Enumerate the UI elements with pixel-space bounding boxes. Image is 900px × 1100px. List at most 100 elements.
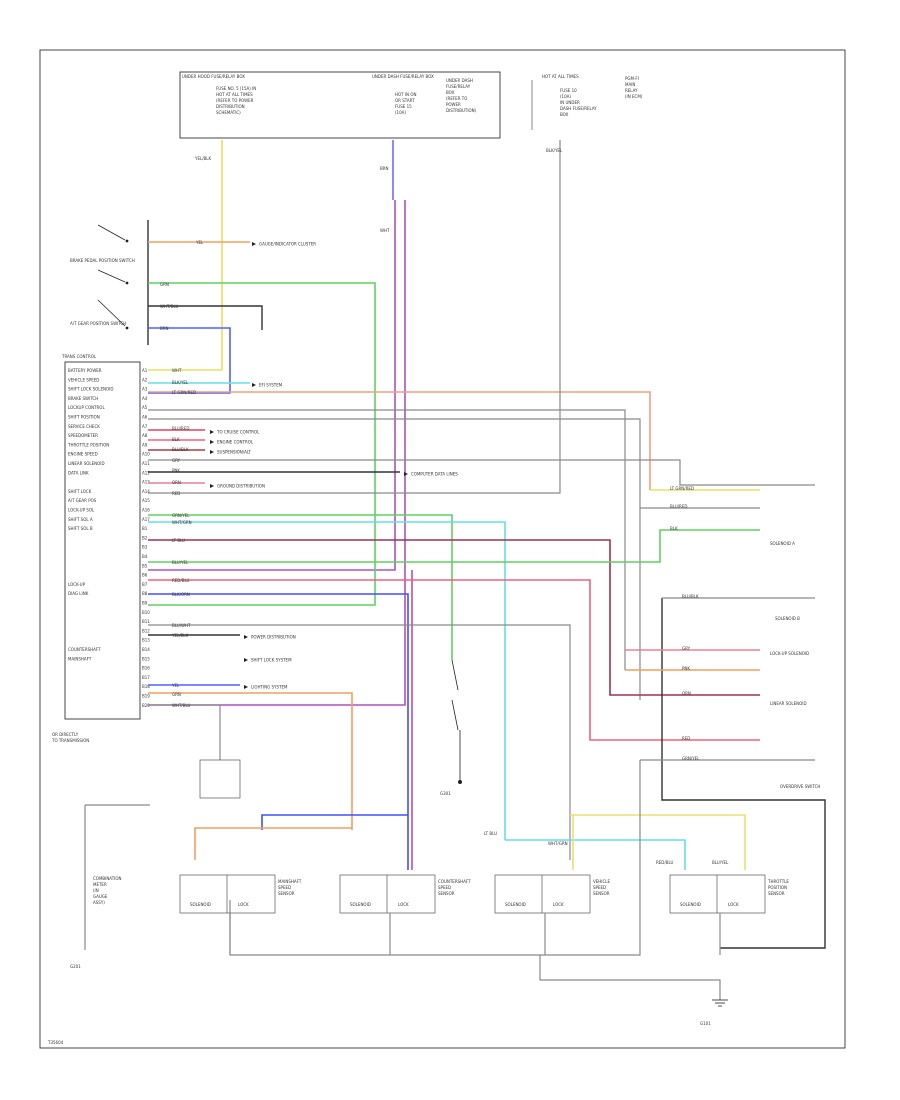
switch-label-1: BRAKE PEDAL POSITION SWITCH: [70, 258, 135, 263]
wire-gray-1: [148, 409, 626, 670]
left-module-line: ASSY): [93, 900, 105, 905]
callout-label: LIGHTING SYSTEM: [251, 685, 288, 690]
wire-color-tag: BLK/YEL: [172, 380, 189, 385]
tcm-pin-label: A16: [142, 508, 150, 513]
module-name: SPEED: [278, 885, 291, 890]
ecm-label-line: (IN ECM): [625, 94, 643, 99]
fuse-box-header-1: UNDER HOOD FUSE/RELAY BOX: [182, 74, 245, 79]
tcm-input-label: DATA LINK: [68, 470, 89, 475]
wire-color-tag: WHT/GRN: [172, 520, 192, 525]
right-fuse-note-line: DASH FUSE/RELAY: [560, 106, 597, 111]
tcm-pin-label: B20: [142, 703, 150, 708]
wire-gray-meter: [148, 704, 221, 760]
wire-cyan-tps: [505, 839, 686, 870]
wire-maroon-lockup: [148, 539, 760, 696]
sensor-module: [179, 874, 276, 914]
tcm-pin-label: B17: [142, 675, 150, 680]
tcm-input-label: THROTTLE POSITION: [67, 442, 109, 447]
fuse-left-note-line: DISTRIBUTION: [216, 104, 245, 109]
tcm-pin-label: B16: [142, 666, 150, 671]
tcm-input-label: MAINSHAFT: [68, 656, 92, 661]
side-note-line: BOX: [446, 90, 455, 95]
module-sub-label: SOLENOID: [680, 902, 701, 907]
tcm-box: [64, 361, 141, 720]
tcm-pin-label: A14: [142, 489, 150, 494]
callout-arrow: [244, 685, 248, 689]
wire-color-tag: WHT/GRN: [548, 841, 568, 846]
wire-color-tag: WHT: [172, 368, 182, 373]
callout-label: SUSPENSION/ALT: [217, 450, 252, 455]
tcm-pin-label: B4: [142, 554, 148, 559]
wire-color-tag: WHT/BLU: [172, 703, 191, 708]
left-module-line: (IN: [93, 888, 99, 893]
right-component-label: LINEAR SOLENOID: [770, 701, 807, 706]
wire-yellow-power: [148, 140, 223, 371]
wire-color-tag: LT GRN/RED: [172, 390, 196, 395]
wire-black-right-frame: [661, 598, 826, 949]
side-note-line: POWER: [446, 102, 461, 107]
tcm-input-label: LOCK-UP: [68, 582, 86, 587]
module-sub-label: LOCK: [238, 902, 249, 907]
wire-color-tag: YEL: [171, 683, 180, 688]
callout-label: SHIFT LOCK SYSTEM: [251, 658, 292, 663]
ecm-label-line: PGM-FI: [625, 76, 639, 81]
tcm-pin-label: A17: [142, 517, 150, 522]
callout-arrow: [210, 440, 214, 444]
wire-violet-bottom: [148, 200, 406, 706]
tcm-pin-label: A8: [142, 433, 148, 438]
right-fuse-header: HOT AT ALL TIMES: [542, 74, 579, 79]
wire-gray-2: [148, 418, 641, 700]
wire-salmon-right: [148, 391, 651, 490]
tcm-pin-label: B14: [142, 647, 150, 652]
tcm-input-label: LOCKUP CONTROL: [68, 405, 105, 410]
wire-color-tag: RED: [172, 491, 180, 496]
tcm-pin-label: B13: [142, 638, 150, 643]
tcm-pin-label: A6: [142, 415, 148, 420]
gear-switch-symbol: [451, 659, 462, 784]
wire-color-tag: YEL: [195, 240, 204, 245]
tcm-pin-label: A5: [142, 405, 148, 410]
wire-color-tag: PNK: [682, 666, 690, 671]
wire-color-tag: BLK/YEL: [546, 148, 563, 153]
tcm-pin-label: B2: [142, 535, 148, 540]
callout-arrow: [244, 658, 248, 662]
callout-label: COMPUTER DATA LINES: [411, 472, 458, 477]
wire-cyan-vss: [148, 521, 506, 840]
callout-label: ENGINE CONTROL: [217, 440, 254, 445]
wire-color-tag: BLU/RED: [172, 426, 189, 431]
wire-color-tag: BLU/RED: [670, 504, 687, 509]
wire-violet-main: [148, 200, 396, 571]
right-component-label: SOLENOID B: [775, 616, 800, 621]
tcm-pin-label: B12: [142, 628, 150, 633]
wire-color-tag: ORN: [172, 480, 181, 485]
right-fuse-note-line: IN UNDER: [560, 100, 580, 105]
tcm-pin-label: B19: [142, 694, 150, 699]
tcm-input-label: BATTERY POWER: [68, 368, 102, 373]
fuse-relay-box: [179, 71, 501, 139]
callout-label: TO CRUISE CONTROL: [216, 430, 260, 435]
wire-green-sol: [148, 529, 760, 563]
sensor-module: [339, 874, 436, 914]
callout-label: POWER DISTRIBUTION: [251, 635, 296, 640]
wire-color-tag: LT BLU: [172, 538, 185, 543]
fuse-left-note-line: SCHEMATIC): [216, 110, 241, 115]
switch-label-2: A/T GEAR POSITION SWITCH: [70, 321, 126, 326]
wire-gray-overdrive: [148, 459, 815, 486]
side-note-line: FUSE/RELAY: [446, 84, 471, 89]
wire-color-tag: BRN: [380, 166, 389, 171]
tcm-pin-label: B11: [142, 619, 150, 624]
wire-color-tag: PNK: [172, 468, 180, 473]
wire-color-tag: LT GRN/RED: [670, 486, 694, 491]
tcm-pin-label: A1: [142, 368, 148, 373]
tcm-pin-label: A12: [142, 470, 150, 475]
wire-color-tag: GRN/YEL: [172, 513, 190, 518]
tcm-pin-label: A4: [142, 396, 148, 401]
tcm-footer-2: TO TRANSMISSION: [51, 738, 89, 743]
callout-arrow: [252, 242, 256, 246]
fuse-right-note-line: (10A): [395, 110, 406, 115]
module-name: SENSOR: [768, 891, 785, 896]
wire-orange-top: [194, 827, 352, 860]
